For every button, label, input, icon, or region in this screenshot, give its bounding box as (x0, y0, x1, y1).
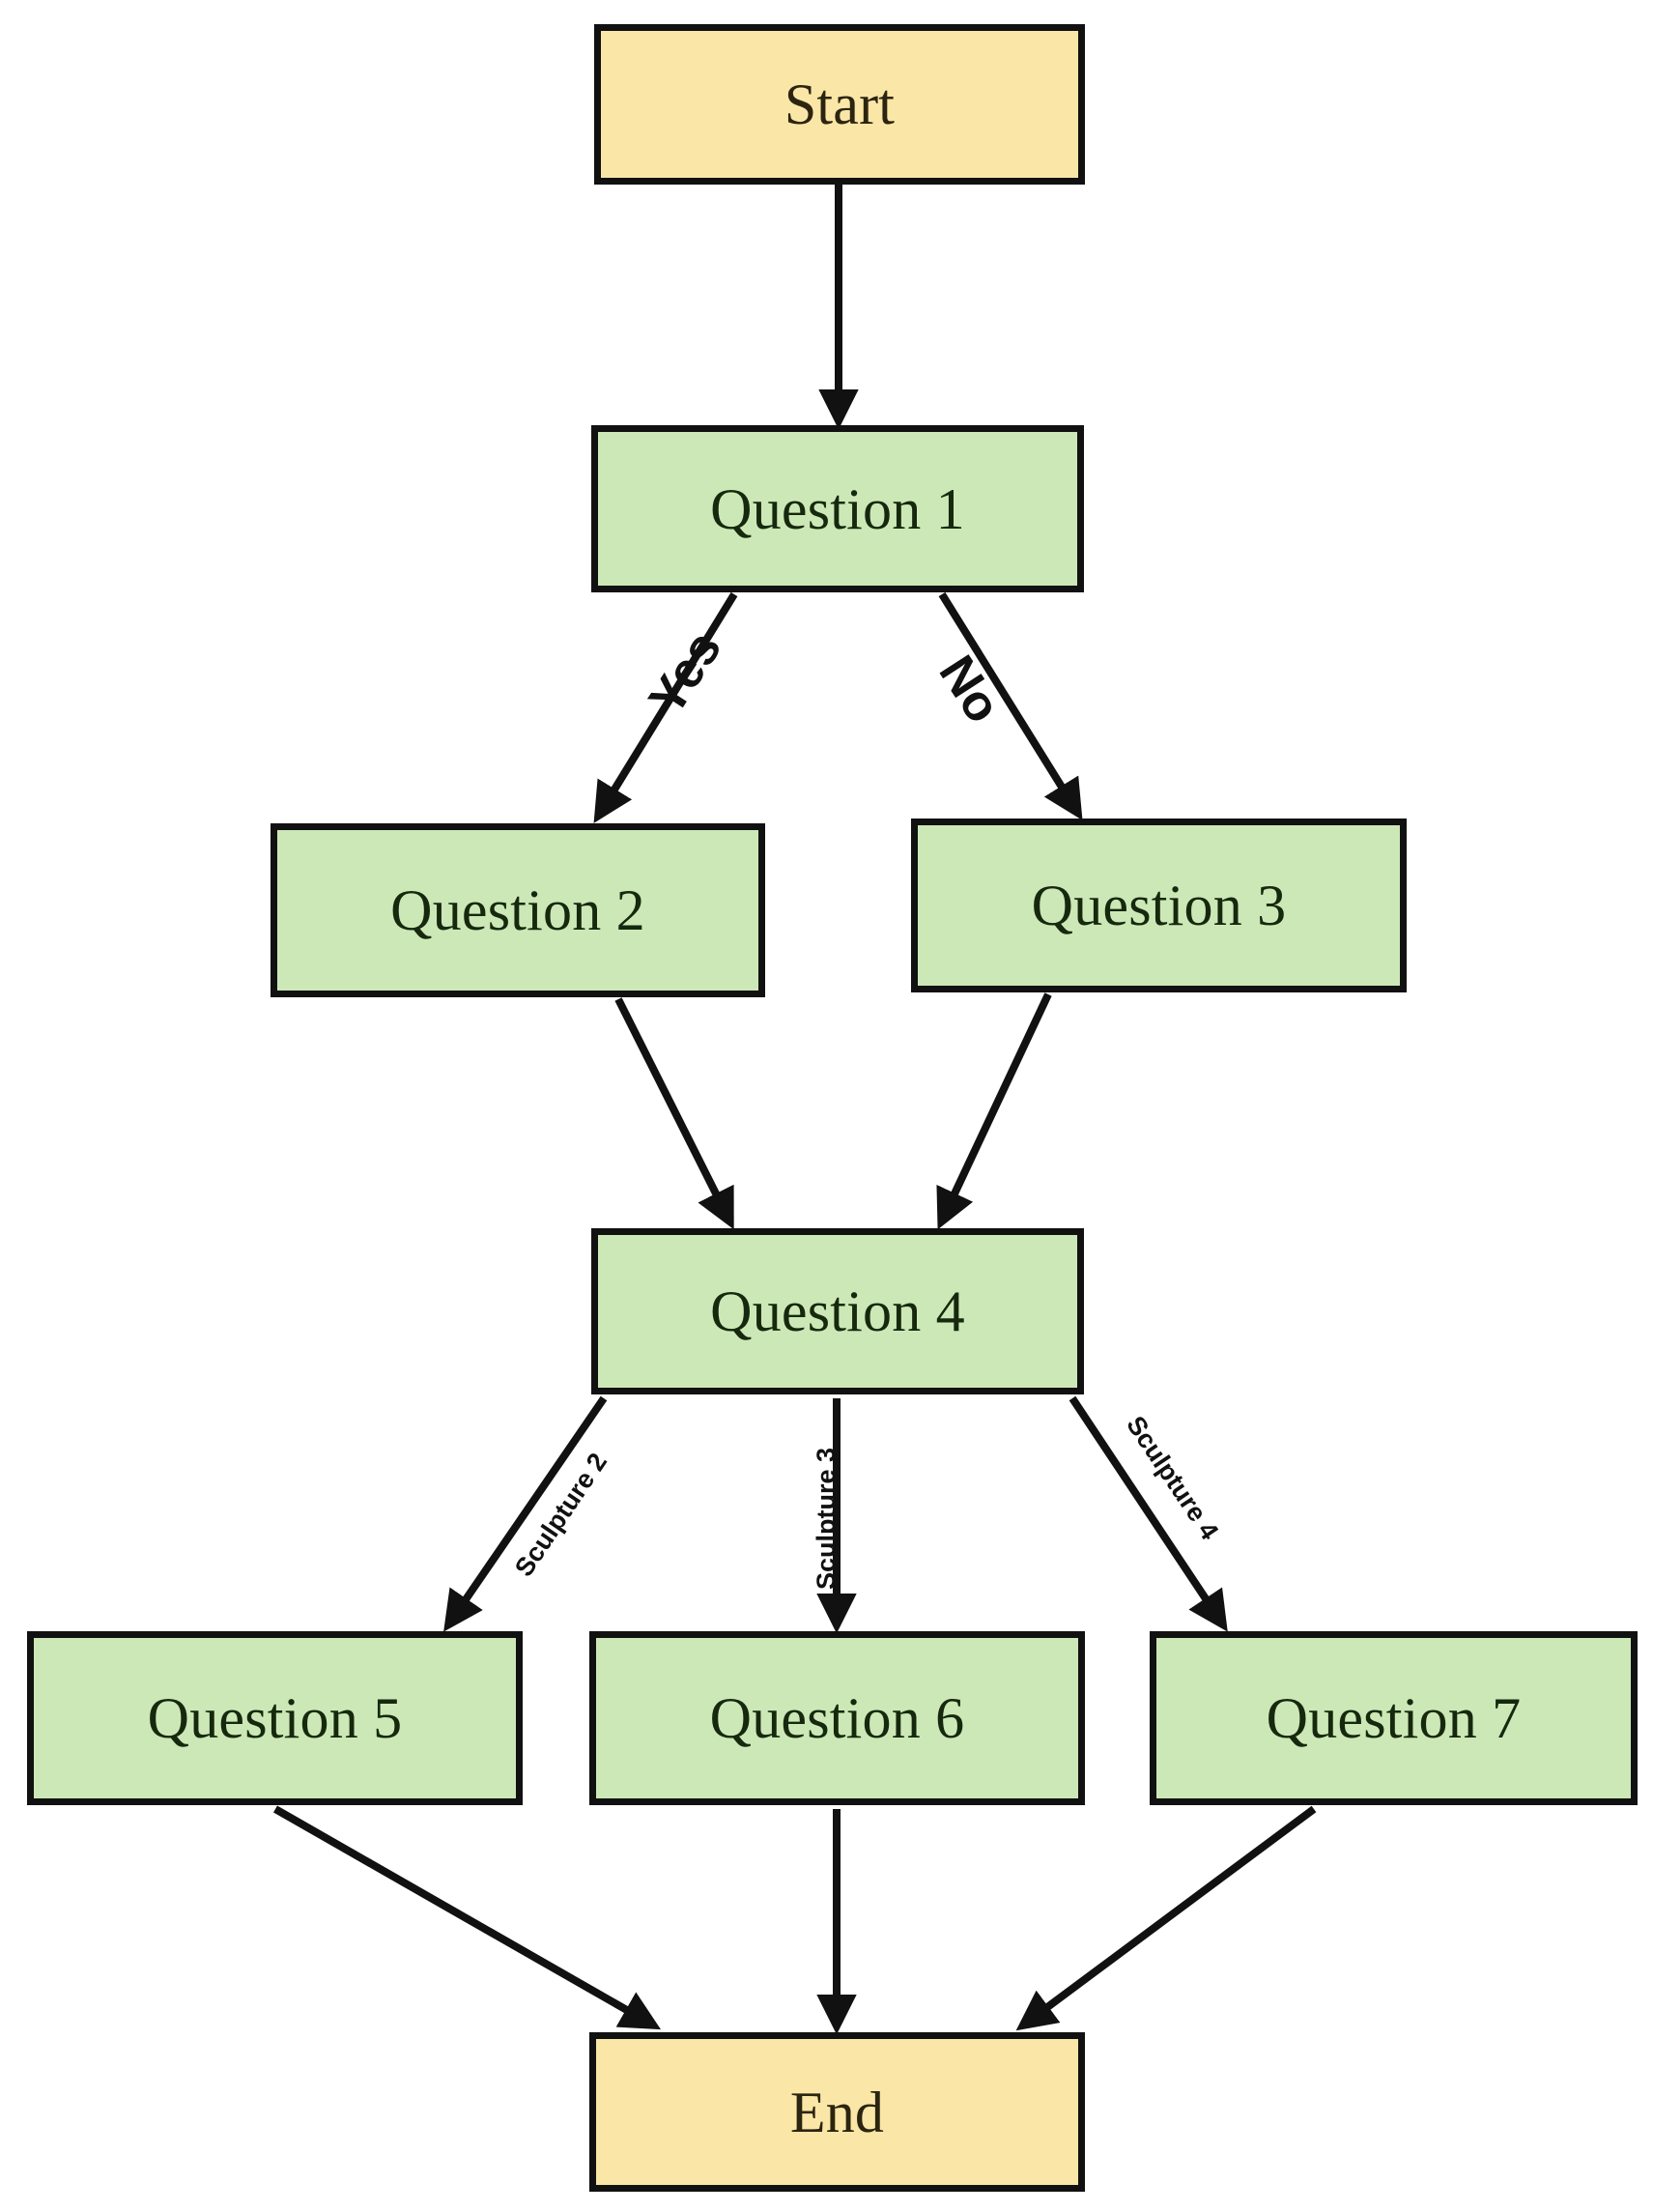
node-question2[interactable]: Question 2 (271, 823, 765, 997)
node-label-question3: Question 3 (1031, 874, 1287, 937)
node-label-question4: Question 4 (710, 1279, 965, 1343)
node-question3[interactable]: Question 3 (911, 819, 1407, 992)
node-label-question5: Question 5 (147, 1686, 403, 1750)
node-question7[interactable]: Question 7 (1150, 1631, 1638, 1805)
e-q5-end (273, 1805, 662, 2030)
node-end[interactable]: End (589, 2032, 1085, 2192)
node-label-question2: Question 2 (390, 878, 645, 942)
e-q1-q3 (938, 591, 1083, 820)
node-question4[interactable]: Question 4 (591, 1228, 1084, 1394)
e-q4-q5 (443, 1395, 608, 1632)
e-q4-q7 (1069, 1395, 1228, 1632)
e-q7-end (1015, 1805, 1317, 2031)
label-sculpture3: Sculpture 3 (812, 1447, 841, 1590)
node-question6[interactable]: Question 6 (589, 1631, 1085, 1805)
edge-lines (273, 185, 1317, 2035)
node-label-question1: Question 1 (710, 476, 965, 541)
node-start[interactable]: Start (594, 24, 1085, 185)
e-q2-q4 (614, 997, 734, 1230)
node-question1[interactable]: Question 1 (591, 425, 1084, 592)
node-question5[interactable]: Question 5 (27, 1631, 523, 1805)
e-q3-q4 (936, 992, 1052, 1230)
node-label-end: End (789, 2080, 885, 2144)
node-label-question6: Question 6 (709, 1686, 965, 1750)
node-label-start: Start (784, 72, 896, 136)
node-label-question7: Question 7 (1266, 1686, 1522, 1750)
e-q1-q2 (593, 591, 738, 823)
